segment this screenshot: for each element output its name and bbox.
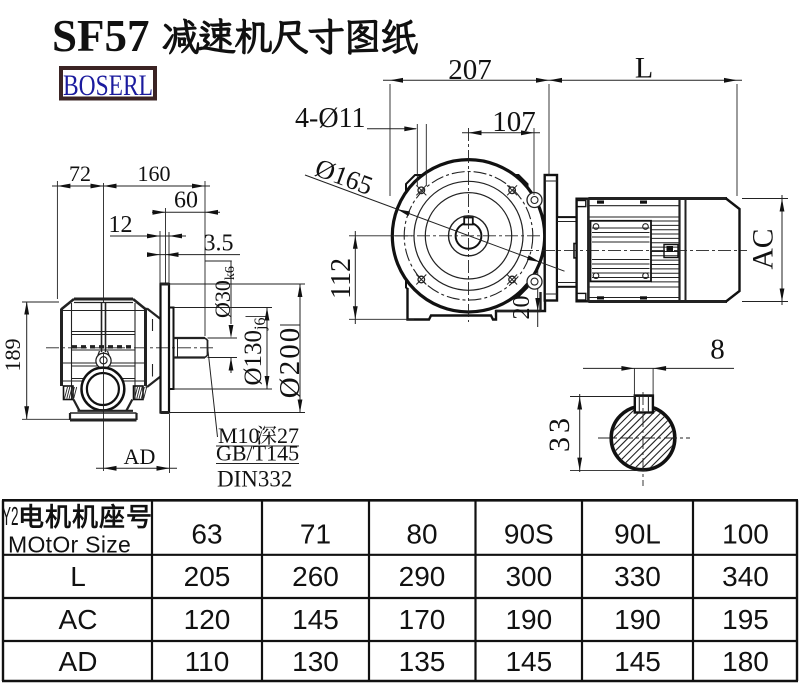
svg-text:189: 189	[0, 339, 25, 372]
svg-text:300: 300	[505, 561, 552, 592]
svg-text:130: 130	[292, 646, 339, 677]
svg-text:71: 71	[300, 519, 331, 550]
svg-text:AC: AC	[59, 604, 98, 635]
svg-text:190: 190	[505, 604, 552, 635]
svg-text:DIN332: DIN332	[217, 467, 292, 492]
svg-text:SF57: SF57	[52, 11, 150, 61]
svg-text:107: 107	[492, 106, 536, 138]
svg-text:135: 135	[399, 646, 446, 677]
svg-text:M10: M10	[218, 423, 260, 448]
svg-text:63: 63	[191, 519, 222, 550]
svg-text:3.5: 3.5	[204, 231, 234, 257]
svg-text:33: 33	[543, 414, 576, 452]
svg-text:L: L	[70, 561, 86, 592]
svg-text:207: 207	[448, 54, 492, 86]
svg-text:BOSERL: BOSERL	[63, 69, 153, 102]
svg-text:Ø200: Ø200	[274, 326, 306, 398]
svg-text:180: 180	[722, 646, 769, 677]
svg-text:145: 145	[292, 604, 339, 635]
svg-text:L: L	[635, 52, 653, 85]
svg-text:MOtOr Size: MOtOr Size	[8, 532, 131, 558]
svg-text:12: 12	[109, 212, 133, 238]
svg-text:190: 190	[614, 604, 661, 635]
svg-text:90S: 90S	[504, 519, 554, 550]
svg-text:205: 205	[184, 561, 231, 592]
svg-text:330: 330	[614, 561, 661, 592]
svg-text:170: 170	[399, 604, 446, 635]
svg-text:195: 195	[722, 604, 769, 635]
svg-text:Ø130j6: Ø130j6	[240, 317, 269, 385]
svg-text:4-Ø11: 4-Ø11	[295, 103, 366, 134]
svg-text:340: 340	[722, 561, 769, 592]
svg-text:Ø30k6: Ø30k6	[210, 266, 238, 318]
svg-text:72: 72	[69, 161, 91, 186]
svg-text:60: 60	[174, 188, 198, 214]
svg-text:Ø165: Ø165	[311, 152, 377, 201]
svg-text:100: 100	[722, 519, 769, 550]
svg-text:20: 20	[509, 296, 535, 320]
svg-text:8: 8	[710, 334, 725, 366]
svg-text:290: 290	[399, 561, 446, 592]
svg-text:27: 27	[277, 423, 299, 448]
svg-text:110: 110	[185, 646, 230, 677]
svg-text:112: 112	[326, 258, 357, 299]
svg-text:AD: AD	[59, 646, 98, 677]
svg-text:160: 160	[138, 161, 171, 186]
svg-text:260: 260	[292, 561, 339, 592]
svg-text:AD: AD	[124, 444, 156, 469]
svg-text:145: 145	[614, 646, 661, 677]
svg-text:80: 80	[406, 519, 437, 550]
svg-text:Y2: Y2	[2, 502, 19, 531]
svg-text:120: 120	[184, 604, 231, 635]
svg-text:AC: AC	[748, 229, 780, 270]
svg-text:145: 145	[505, 646, 552, 677]
svg-text:GB/T145: GB/T145	[216, 441, 299, 466]
svg-text:90L: 90L	[614, 519, 661, 550]
